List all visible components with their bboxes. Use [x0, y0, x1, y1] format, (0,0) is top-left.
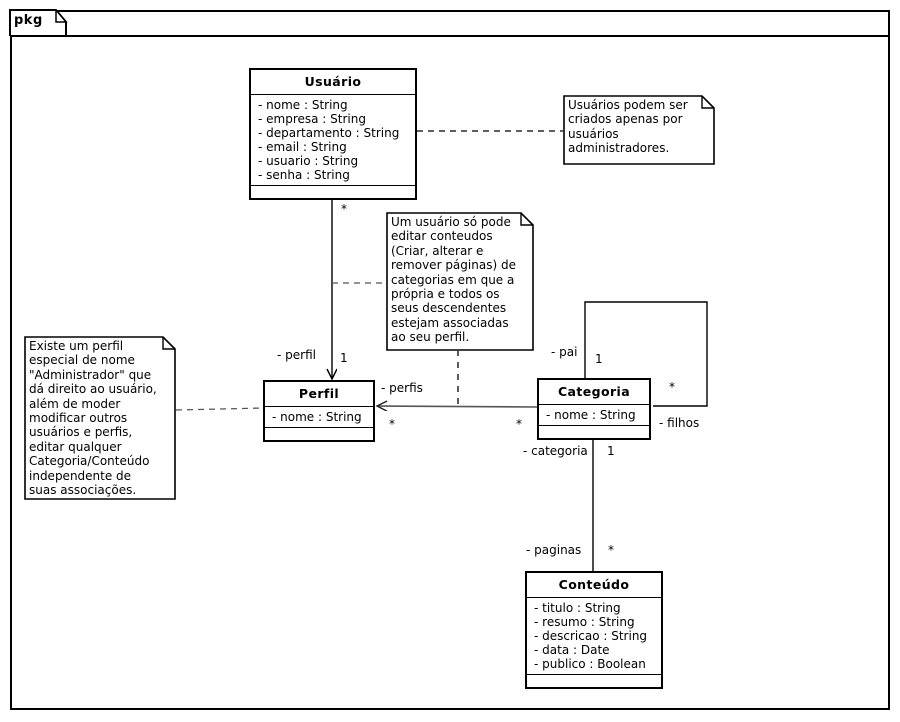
attribute: - senha : String: [258, 168, 350, 182]
attribute: - data : Date: [534, 643, 610, 657]
label-categoria-conteudo-mult: 1: [607, 444, 615, 458]
label-categoria-pai-role: - pai: [551, 345, 578, 359]
label-categoria-filhos-mult: *: [669, 380, 675, 394]
package-label: pkg: [14, 13, 43, 28]
attribute: - nome : String: [272, 410, 362, 424]
class-usuario-name: Usuário: [251, 70, 415, 95]
attribute: - nome : String: [546, 408, 636, 422]
note-perfil-administrador[interactable]: Existe um perfil especial de nome "Admin…: [24, 336, 176, 500]
note-anchor-perfil-administrador: [175, 407, 264, 411]
label-conteudo-paginas-mult: *: [608, 543, 614, 557]
note-usuarios-admin-text: Usuários podem ser criados apenas por us…: [568, 98, 688, 156]
note-shape: [24, 336, 176, 500]
label-categorias-mult: *: [516, 417, 522, 431]
note-perfil-administrador-text: Existe um perfil especial de nome "Admin…: [29, 339, 157, 498]
edge-categoria-self: [584, 301, 708, 407]
attribute: - resumo : String: [534, 615, 635, 629]
attribute: - nome : String: [258, 98, 348, 112]
class-categoria[interactable]: Categoria - nome : String: [537, 378, 651, 440]
label-usuario-perfil-mult-target: 1: [340, 351, 348, 365]
label-perfis-mult: *: [389, 417, 395, 431]
class-categoria-operations: [539, 426, 649, 438]
note-shape: [563, 95, 715, 165]
note-usuario-conteudo-text: Um usuário só pode editar conteudos (Cri…: [391, 215, 516, 345]
label-usuario-perfil-role: - perfil: [277, 348, 316, 362]
class-categoria-attributes: - nome : String: [539, 405, 649, 426]
class-conteudo-name: Conteúdo: [527, 573, 661, 598]
class-perfil-name: Perfil: [265, 382, 373, 407]
class-perfil[interactable]: Perfil - nome : String: [263, 380, 375, 442]
label-categoria-pai-mult: 1: [595, 352, 603, 366]
label-categoria-filhos-role: - filhos: [659, 416, 700, 430]
class-usuario[interactable]: Usuário - nome : String - empresa : Stri…: [249, 68, 417, 200]
attribute: - publico : Boolean: [534, 657, 646, 671]
edge-categoria-perfil: [377, 406, 538, 407]
attribute: - empresa : String: [258, 112, 366, 126]
attribute: - descricao : String: [534, 629, 648, 643]
class-usuario-attributes: - nome : String - empresa : String - dep…: [251, 95, 415, 186]
package-frame: [10, 10, 890, 710]
note-usuarios-admin[interactable]: Usuários podem ser criados apenas por us…: [563, 95, 715, 165]
note-shape: [386, 212, 534, 351]
class-perfil-operations: [265, 428, 373, 440]
note-usuario-conteudo[interactable]: Um usuário só pode editar conteudos (Cri…: [386, 212, 534, 351]
class-categoria-name: Categoria: [539, 380, 649, 405]
class-perfil-attributes: - nome : String: [265, 407, 373, 428]
class-conteudo-operations: [527, 675, 661, 687]
attribute: - titulo : String: [534, 601, 621, 615]
attribute: - email : String: [258, 140, 347, 154]
label-usuario-perfil-mult-source: *: [341, 202, 347, 216]
attribute: - usuario : String: [258, 154, 359, 168]
class-conteudo-attributes: - titulo : String - resumo : String - de…: [527, 598, 661, 675]
label-conteudo-paginas-role: - paginas: [526, 543, 582, 557]
class-usuario-operations: [251, 186, 415, 198]
class-conteudo[interactable]: Conteúdo - titulo : String - resumo : St…: [525, 571, 663, 689]
label-categoria-conteudo-role: - categoria: [523, 444, 588, 458]
label-perfis-role: - perfis: [381, 381, 423, 395]
attribute: - departamento : String: [258, 126, 400, 140]
